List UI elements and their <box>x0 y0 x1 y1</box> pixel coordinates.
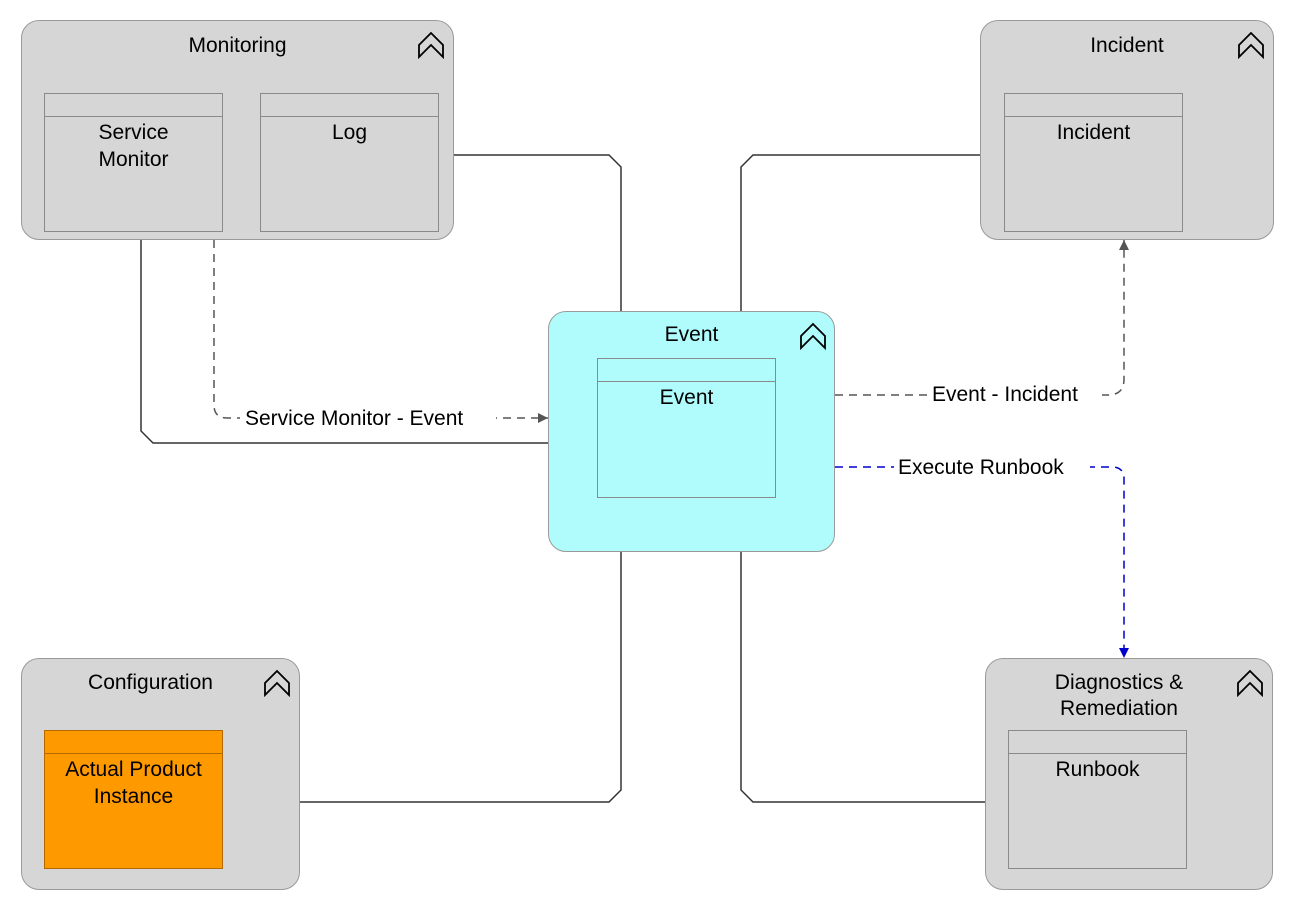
entity-header <box>1009 731 1186 754</box>
execute-runbook-relation-label: Execute Runbook <box>898 456 1064 479</box>
incident-label: Incident <box>1056 121 1131 144</box>
collapse-chevron-icon[interactable] <box>417 29 445 59</box>
runbook-event-link[interactable] <box>740 497 1009 803</box>
actual-product-instance-label: Actual Product Instance <box>65 758 202 808</box>
entity-header <box>45 731 222 754</box>
service-monitor-entity[interactable]: Service Monitor <box>44 93 223 232</box>
incident-group-title: Incident <box>1090 34 1164 57</box>
event-incident-relation-label: Event - Incident <box>932 383 1078 406</box>
service-monitor-event-link[interactable] <box>140 232 598 444</box>
event-entity[interactable]: Event <box>597 358 776 498</box>
monitoring-group-title: Monitoring <box>188 34 287 57</box>
service-monitor-event-relation-label: Service Monitor - Event <box>245 407 463 430</box>
diagnostics-remediation-group[interactable]: Diagnostics & Remediation <box>985 658 1273 890</box>
log-label: Log <box>331 121 368 144</box>
log-event-link[interactable] <box>439 154 622 358</box>
relation-label-background <box>240 404 496 432</box>
entity-header <box>45 94 222 117</box>
entity-header <box>261 94 438 117</box>
relation-label-background <box>928 380 1102 408</box>
runbook-entity[interactable]: Runbook <box>1008 730 1187 869</box>
execute-runbook-relation-line[interactable] <box>835 466 1129 658</box>
log-entity[interactable]: Log <box>260 93 439 232</box>
collapse-chevron-icon[interactable] <box>799 320 827 350</box>
collapse-chevron-icon[interactable] <box>1236 667 1264 697</box>
service-monitor-event-relation-line[interactable] <box>213 240 548 423</box>
collapse-chevron-icon[interactable] <box>1237 29 1265 59</box>
service-monitor-label: Service Monitor <box>98 121 169 171</box>
runbook-label: Runbook <box>1055 758 1140 781</box>
incident-entity[interactable]: Incident <box>1004 93 1183 232</box>
incident-event-link[interactable] <box>740 154 1005 358</box>
monitoring-group[interactable]: Monitoring <box>21 20 454 240</box>
relation-label-background <box>894 453 1090 481</box>
incident-group[interactable]: Incident <box>980 20 1274 240</box>
event-group-title: Event <box>664 323 719 346</box>
entity-header <box>598 359 775 382</box>
diagnostics-remediation-group-title: Diagnostics & Remediation <box>1054 671 1184 720</box>
collapse-chevron-icon[interactable] <box>263 667 291 697</box>
actual-product-instance-entity[interactable]: Actual Product Instance <box>44 730 223 869</box>
configuration-group-title: Configuration <box>88 671 213 694</box>
event-incident-relation-line[interactable] <box>835 240 1129 396</box>
product-instance-event-link[interactable] <box>223 497 622 803</box>
entity-header <box>1005 94 1182 117</box>
event-label: Event <box>659 386 714 409</box>
